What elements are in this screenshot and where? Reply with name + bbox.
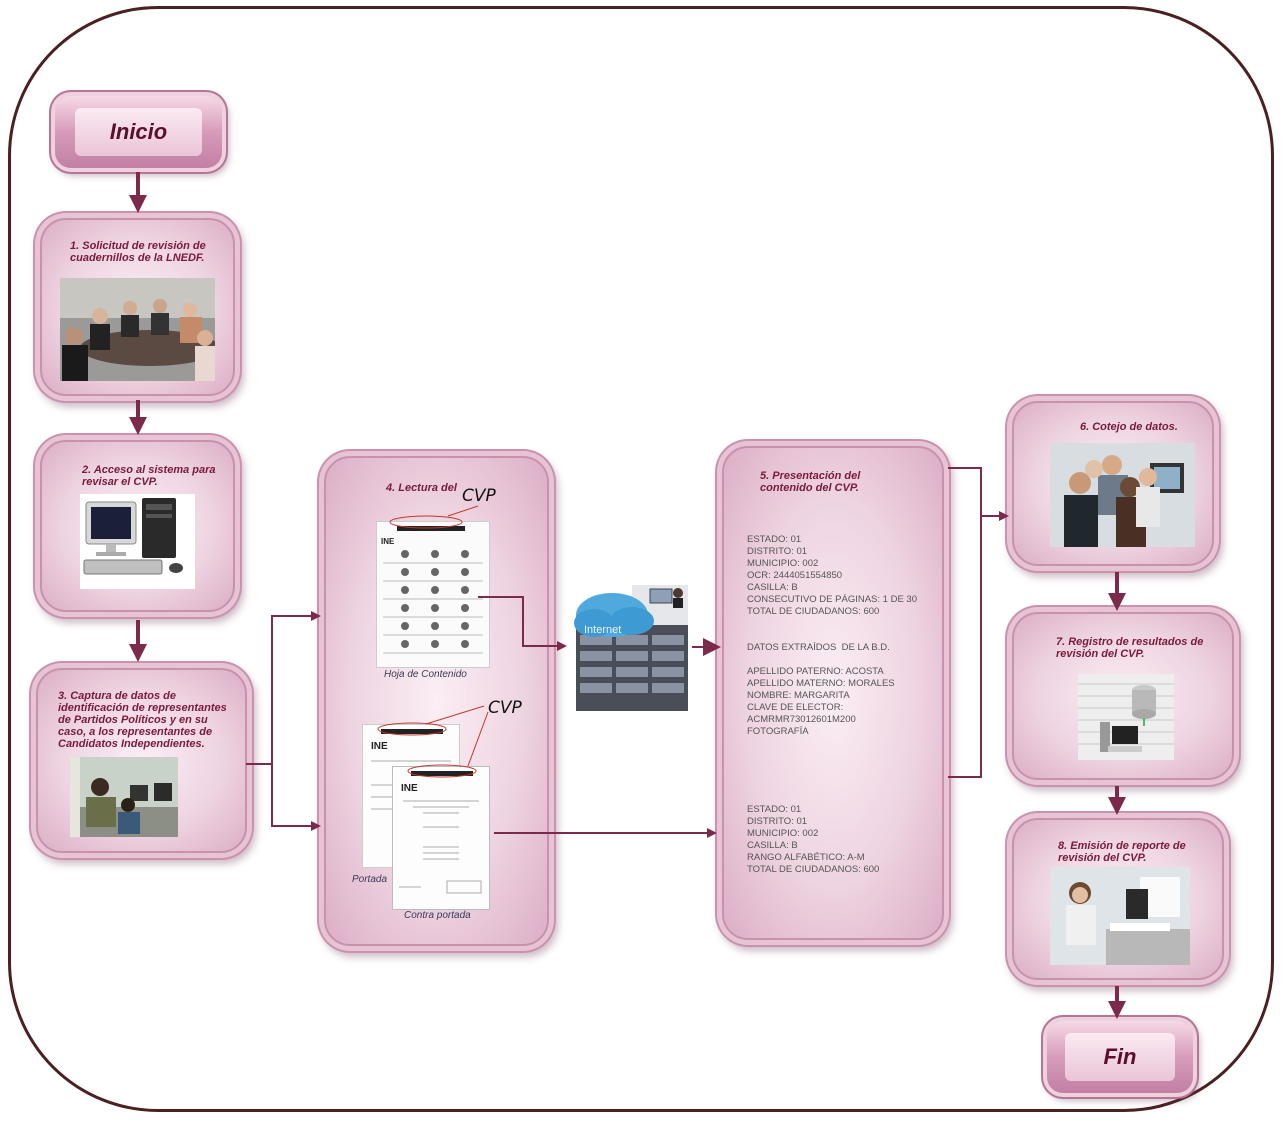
meeting-photo-image [60,278,215,381]
step-6-box: 6. Cotejo de datos. [1012,401,1214,566]
report-printer-photo [1050,867,1190,965]
group-computers-image [1050,443,1195,547]
bracket-5 [948,467,982,778]
meeting-photo [60,278,215,381]
database-registry-image [1078,674,1174,760]
step-2-box: 2. Acceso al sistema para revisar el CVP… [40,440,235,612]
caption-cover: Portada [352,874,388,885]
step-7-box: 7. Registro de resultados de revisión de… [1012,612,1234,780]
cloud-label: Internet [584,624,621,636]
ine-logo-mini: INE [381,537,395,546]
content-sheet: INE [376,521,490,668]
ine-logo-backcover: INE [401,783,418,794]
caption-backcover: Contra portada [404,910,471,921]
arrow-3-to-4-top [246,611,321,765]
cvp-highlight-cover [377,722,447,736]
step-3-box: 3. Captura de datos de identificación de… [36,668,247,853]
capture-image [70,757,178,837]
start-label: Inicio [75,108,202,156]
cvp-highlight-top [389,515,463,529]
content-sheet-image: INE [381,526,483,654]
backcover-sheet-image: INE [399,771,482,894]
arrow-3-to-4-bottom [271,764,321,831]
cvp-pointer-backcover [467,711,489,767]
backcover-sheet: INE [392,766,490,910]
content-block-3: ESTADO: 01 DISTRITO: 01 MUNICIPIO: 002 C… [747,804,880,875]
cvp-pointer-top [447,505,479,517]
step-6-title: 6. Cotejo de datos. [1080,421,1178,433]
step-4-box: 4. Lectura del CVP INE Hoja de Contenido… [324,456,549,946]
arrow-sheet-to-cloud [478,596,567,651]
step-7-title: 7. Registro de resultados de revisión de… [1056,636,1204,660]
step-4-title: 4. Lectura del [386,482,457,494]
cvp-pointer-cover [425,705,485,725]
cvp-highlight-backcover [407,764,477,778]
ine-logo-cover: INE [371,741,388,752]
rounded-frame [8,6,1274,1112]
caption-content: Hoja de Contenido [384,669,467,680]
capture-photo [70,757,178,837]
end-label: Fin [1064,1033,1176,1081]
database-registry-svg [1078,674,1174,760]
step-5-box: 5. Presentación del contenido del CVP. E… [722,446,944,940]
internet-servers-svg: Internet [574,585,688,711]
computer-image [83,498,183,575]
start-terminal: Inicio [55,96,222,168]
content-block-1: ESTADO: 01 DISTRITO: 01 MUNICIPIO: 002 O… [747,534,917,617]
step-1-title: 1. Solicitud de revisión de cuadernillos… [70,240,206,264]
step-8-box: 8. Emisión de reporte de revisión del CV… [1012,818,1224,980]
computer-photo [80,494,195,589]
step-5-title: 5. Presentación del contenido del CVP. [760,470,861,494]
report-printer-image [1050,867,1190,965]
step-8-title: 8. Emisión de reporte de revisión del CV… [1058,840,1186,864]
content-block-2: DATOS EXTRAÍDOS DE LA B.D. APELLIDO PATE… [747,642,895,737]
step-3-title: 3. Captura de datos de identificación de… [58,690,227,750]
cvp-label-top: CVP [462,486,496,506]
cvp-label-bottom: CVP [488,698,522,718]
step-2-title: 2. Acceso al sistema para revisar el CVP… [82,464,216,488]
end-terminal: Fin [1047,1021,1193,1093]
internet-servers-image: Internet [572,575,692,711]
group-computers-photo [1050,443,1195,547]
step-1-box: 1. Solicitud de revisión de cuadernillos… [40,218,235,396]
